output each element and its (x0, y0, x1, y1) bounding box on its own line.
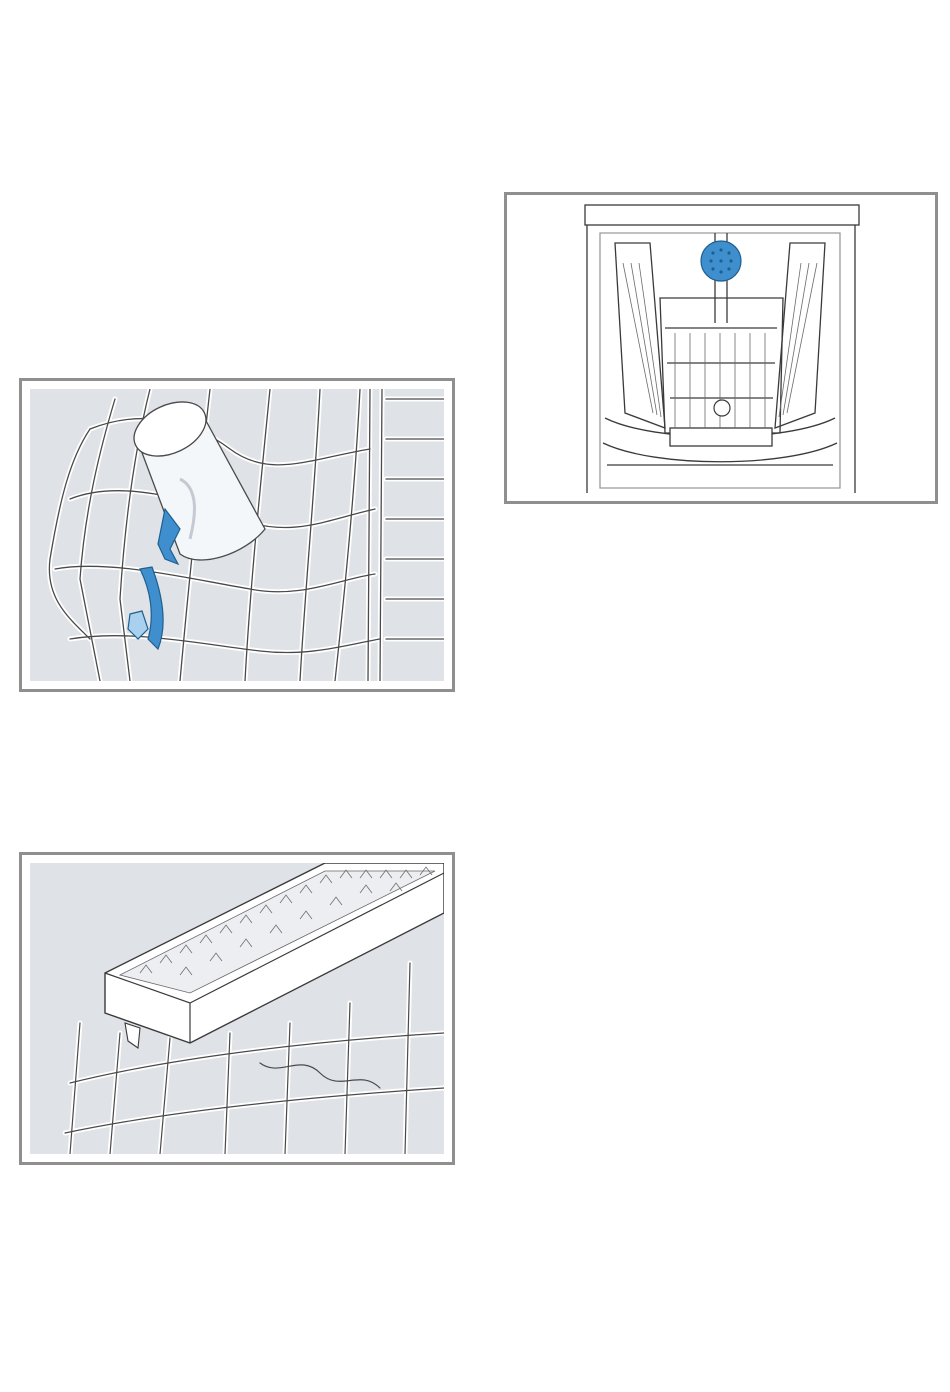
figure-glass-holder (19, 378, 455, 692)
figure-dishwasher-front (504, 192, 938, 504)
illustration-panel (30, 389, 444, 681)
glass-icon (125, 391, 265, 560)
illustration-panel (515, 203, 927, 493)
glass-holder-clip-icon (128, 509, 180, 649)
spray-arm-icon (701, 241, 741, 281)
dishwasher-illustration (515, 203, 927, 493)
rack-glass-illustration (30, 389, 444, 681)
illustration-panel (30, 863, 444, 1154)
tray-body (105, 863, 444, 1043)
cutlery-tray-illustration (30, 863, 444, 1154)
tray-clip-icon (125, 1023, 140, 1048)
figure-cutlery-tray (19, 852, 455, 1165)
